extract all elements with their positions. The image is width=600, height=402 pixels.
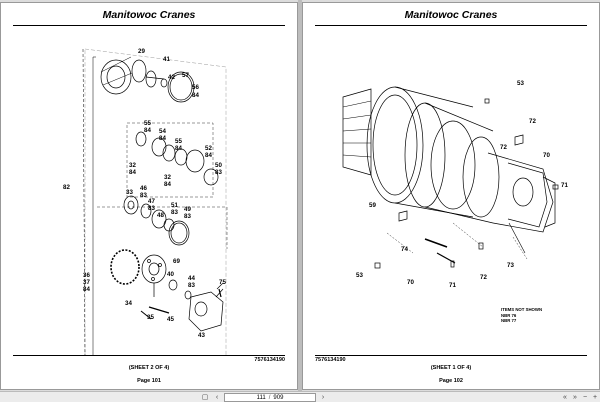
- callout-51: 51: [171, 202, 178, 209]
- callout-84h: 84: [83, 286, 90, 293]
- callout-75: 75: [219, 279, 226, 286]
- callout-84g: 84: [164, 181, 171, 188]
- fit-page-icon[interactable]: ▢: [201, 394, 209, 401]
- callout-83e: 83: [184, 213, 191, 220]
- right-sheet-label: (SHEET 1 OF 4): [430, 365, 472, 371]
- callout-70-bottom: 70: [407, 279, 414, 286]
- callout-84a: 84: [192, 92, 199, 99]
- callout-35: 35: [147, 314, 154, 321]
- callout-42: 42: [168, 74, 175, 81]
- callout-52: 52: [205, 145, 212, 152]
- callout-59: 59: [369, 202, 376, 209]
- callout-45: 45: [167, 316, 174, 323]
- left-part-number: 7576134190: [254, 357, 285, 363]
- callout-84c: 84: [159, 135, 166, 142]
- last-page-icon[interactable]: »: [573, 394, 577, 401]
- first-page-icon[interactable]: «: [563, 394, 567, 401]
- callout-83d: 83: [171, 209, 178, 216]
- notes-item-1: NBR 76: [501, 312, 517, 318]
- callout-43: 43: [198, 332, 205, 339]
- callout-29: 29: [138, 48, 145, 55]
- right-page-header: Manitowoc Cranes: [404, 9, 498, 21]
- current-page-number[interactable]: 111: [256, 394, 266, 401]
- callout-83a: 83: [215, 169, 222, 176]
- right-page: Manitowoc Cranes: [302, 2, 600, 390]
- notes-item-2: NBR 77: [501, 318, 517, 323]
- left-page: Manitowoc Cranes: [0, 2, 298, 390]
- callout-70-top: 70: [543, 152, 550, 159]
- left-page-header: Manitowoc Cranes: [102, 9, 196, 21]
- callout-71-a: 71: [561, 182, 568, 189]
- total-pages: 909: [273, 394, 284, 401]
- zoom-in-icon[interactable]: +: [592, 394, 598, 401]
- right-part-number: 7576134190: [315, 357, 346, 363]
- page-separator: /: [268, 394, 271, 401]
- viewer-toolbar: ▢ ‹ 111 / 909 › « » − +: [0, 391, 600, 402]
- right-footer-rule: [315, 355, 587, 356]
- left-header-rule: [13, 25, 285, 26]
- callout-57: 57: [182, 72, 189, 79]
- callout-71-b: 71: [449, 282, 456, 289]
- left-page-number: Page 101: [137, 378, 161, 384]
- callout-41: 41: [163, 56, 170, 63]
- page-gutter: [298, 0, 302, 402]
- callout-72-a: 72: [529, 118, 536, 125]
- callout-32a: 32: [129, 162, 136, 169]
- items-not-shown-notes: ITEMS NOT SHOWN NBR 76 NBR 77: [501, 307, 542, 324]
- callout-55b: 55: [175, 138, 182, 145]
- callout-47: 47: [148, 198, 155, 205]
- callout-34: 34: [125, 300, 132, 307]
- callout-72-c: 72: [480, 274, 487, 281]
- callout-32b: 32: [164, 174, 171, 181]
- callout-83c: 83: [148, 205, 155, 212]
- callout-73: 73: [507, 262, 514, 269]
- callout-82: 82: [63, 184, 70, 191]
- callout-44: 44: [188, 275, 195, 282]
- callout-56: 56: [192, 84, 199, 91]
- callout-37: 37: [83, 279, 90, 286]
- left-exploded-drawing: 29 41 42 57 56 84 55 84 54 84 55 84 52 8…: [63, 48, 228, 355]
- page-indicator[interactable]: 111 / 909: [224, 393, 316, 402]
- callout-36: 36: [83, 272, 90, 279]
- right-header-rule: [315, 25, 587, 26]
- callout-83b: 83: [140, 192, 147, 199]
- callout-54: 54: [159, 128, 166, 135]
- callout-83f: 83: [188, 282, 195, 289]
- callout-84b: 84: [144, 127, 151, 134]
- callout-33: 33: [126, 189, 133, 196]
- next-page-icon[interactable]: ›: [321, 394, 325, 401]
- callout-55a: 55: [144, 120, 151, 127]
- left-sheet-label: (SHEET 2 OF 4): [128, 365, 170, 371]
- callout-40: 40: [167, 271, 174, 278]
- callout-53-top: 53: [517, 80, 524, 87]
- callout-72-b: 72: [500, 144, 507, 151]
- callout-50: 50: [215, 162, 222, 169]
- callout-49: 49: [184, 206, 191, 213]
- prev-page-icon[interactable]: ‹: [215, 394, 219, 401]
- right-assembly-drawing: 53 72 72 70 71 59 74 53 70 72 73 71: [342, 80, 568, 289]
- notes-heading: ITEMS NOT SHOWN: [501, 307, 543, 312]
- callout-53-bottom: 53: [356, 272, 363, 279]
- callout-69: 69: [173, 258, 180, 265]
- callout-84f: 84: [129, 169, 136, 176]
- right-page-number: Page 102: [439, 378, 463, 384]
- left-footer-rule: [13, 355, 285, 356]
- callout-84e: 84: [205, 152, 212, 159]
- callout-48: 48: [157, 212, 164, 219]
- callout-84d: 84: [175, 145, 182, 152]
- callout-46: 46: [140, 185, 147, 192]
- callout-74: 74: [401, 246, 408, 253]
- zoom-out-icon[interactable]: −: [582, 394, 588, 401]
